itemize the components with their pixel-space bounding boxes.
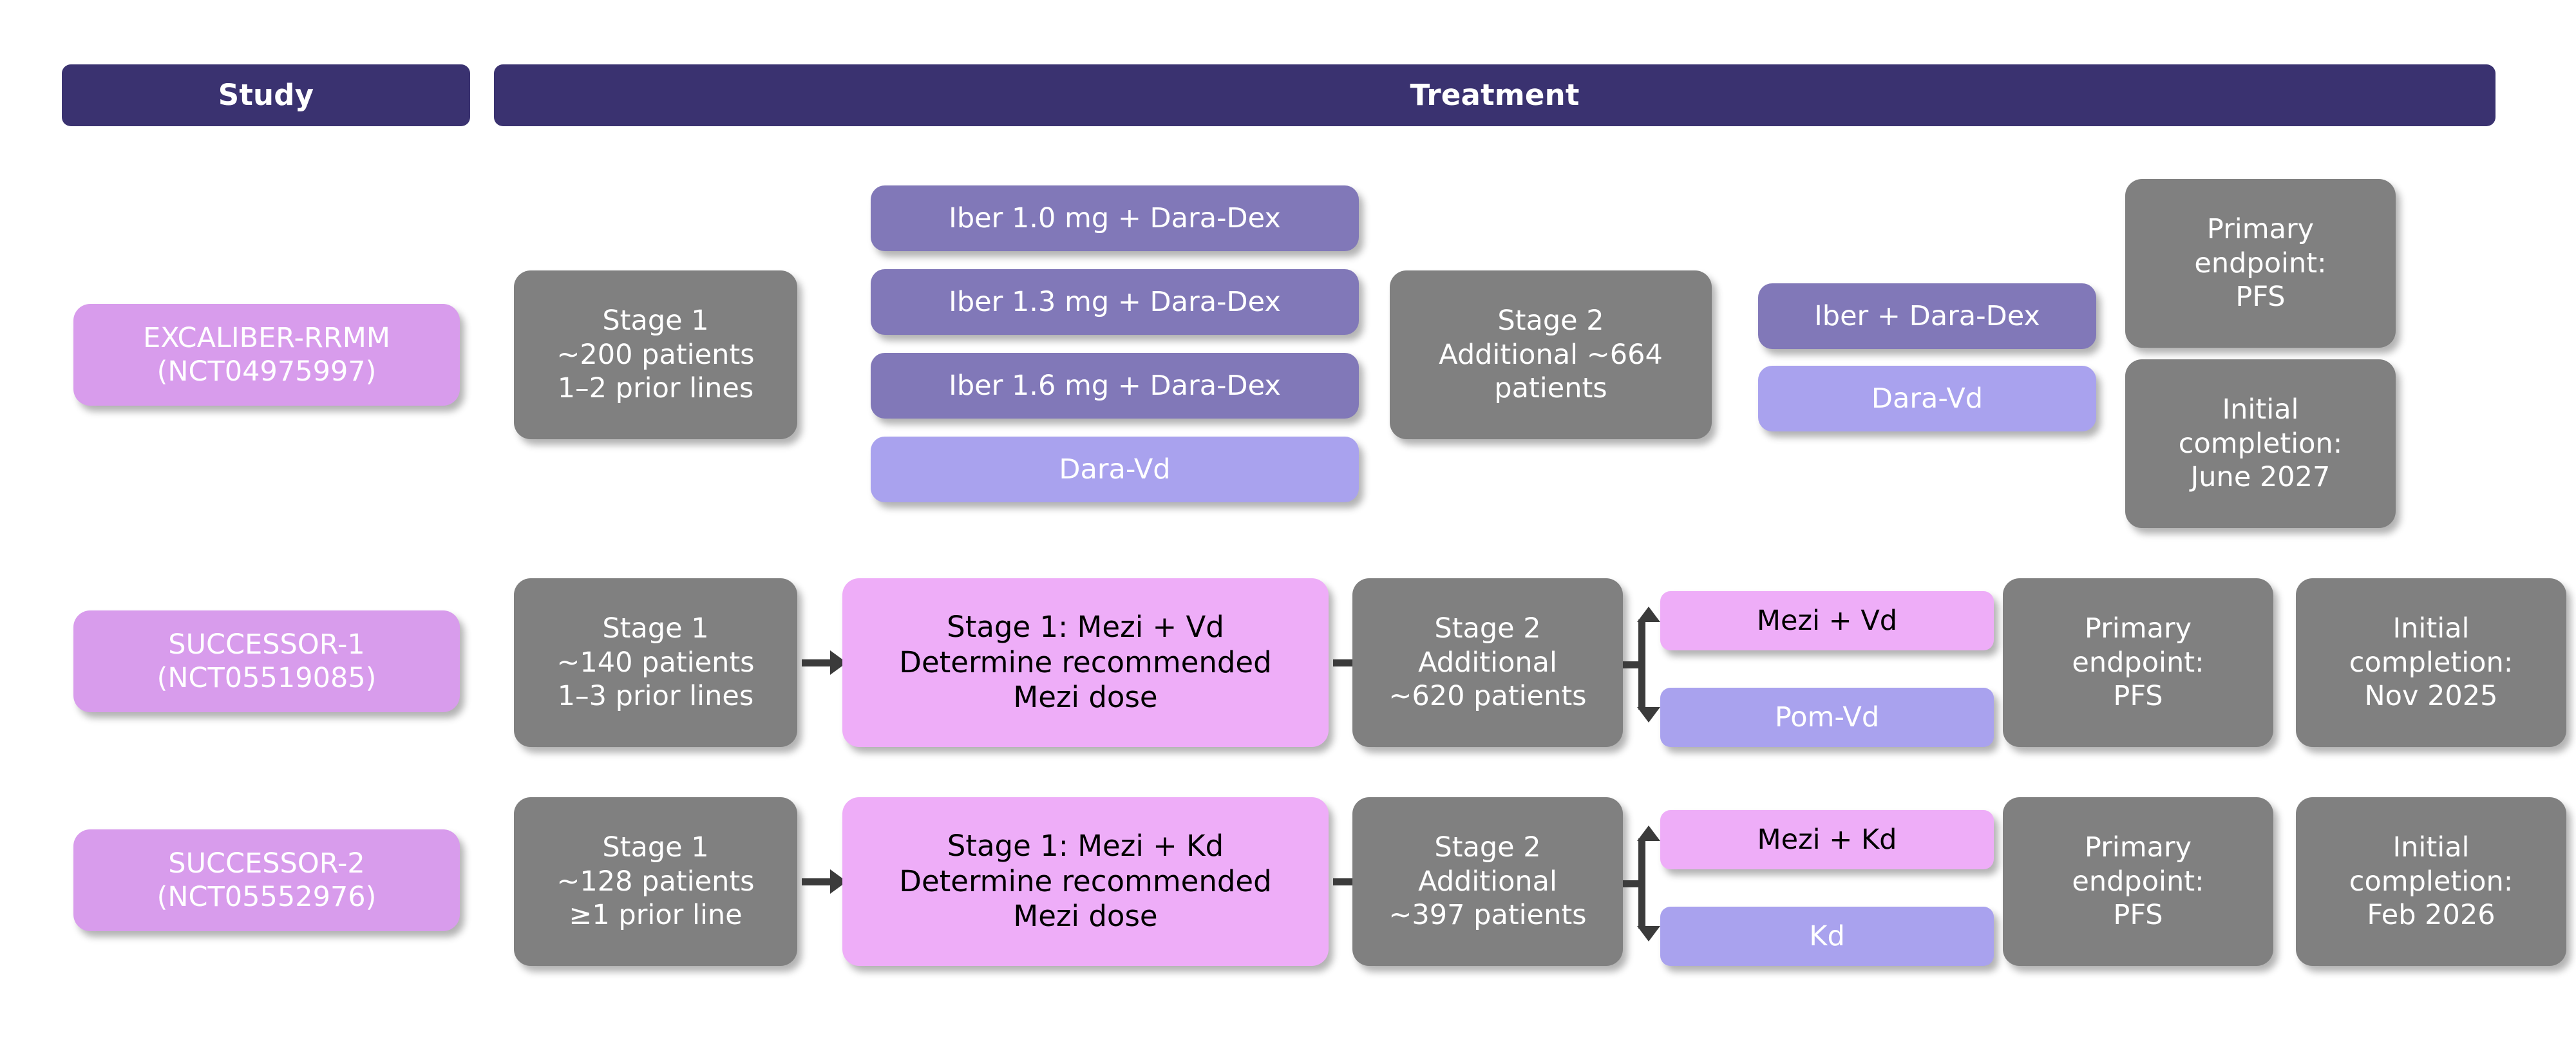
study-pill-successor-1[interactable]: SUCCESSOR-1 (NCT05519085) bbox=[73, 610, 460, 712]
row1-primary-endpoint-text: Primary endpoint: PFS bbox=[2194, 213, 2327, 314]
row2-stage2-text: Stage 2 Additional ~620 patients bbox=[1388, 612, 1587, 713]
row3-dose-finding-text: Stage 1: Mezi + Kd Determine recommended… bbox=[899, 828, 1272, 934]
row2-primary-endpoint-text: Primary endpoint: PFS bbox=[2072, 612, 2204, 713]
row1-arm-iber-1-3: Iber 1.3 mg + Dara-Dex bbox=[871, 269, 1359, 335]
row1-stage1-text: Stage 1 ~200 patients 1–2 prior lines bbox=[556, 305, 755, 405]
study-pill-excaliber-label: EXCALIBER-RRMM (NCT04975997) bbox=[143, 321, 390, 388]
row3-stage2-text: Stage 2 Additional ~397 patients bbox=[1388, 831, 1587, 932]
study-pill-excaliber[interactable]: EXCALIBER-RRMM (NCT04975997) bbox=[73, 304, 460, 406]
row1-stage1-box: Stage 1 ~200 patients 1–2 prior lines bbox=[514, 270, 797, 439]
row1-arm-iber-1-6: Iber 1.6 mg + Dara-Dex bbox=[871, 353, 1359, 419]
row3-stage2-box: Stage 2 Additional ~397 patients bbox=[1352, 797, 1623, 966]
row1-primary-endpoint-box: Primary endpoint: PFS bbox=[2125, 179, 2396, 348]
row1-arm-iber-1-6-label: Iber 1.6 mg + Dara-Dex bbox=[949, 369, 1281, 402]
row3-dose-finding-box: Stage 1: Mezi + Kd Determine recommended… bbox=[842, 797, 1329, 966]
row3-primary-endpoint-text: Primary endpoint: PFS bbox=[2072, 831, 2204, 932]
row1-arm-dara-vd: Dara-Vd bbox=[871, 437, 1359, 502]
study-pill-successor-2[interactable]: SUCCESSOR-2 (NCT05552976) bbox=[73, 829, 460, 931]
row3-arm-kd: Kd bbox=[1660, 907, 1994, 966]
row2-initial-completion-text: Initial completion: Nov 2025 bbox=[2349, 612, 2514, 713]
row3-arm-kd-label: Kd bbox=[1809, 920, 1845, 952]
row2-arm-mezi-vd-label: Mezi + Vd bbox=[1756, 604, 1898, 637]
row2-arm-pom-vd-label: Pom-Vd bbox=[1774, 701, 1880, 733]
row1-stage2-arm-dara-vd: Dara-Vd bbox=[1758, 366, 2096, 431]
row2-fork-connector bbox=[1623, 607, 1662, 723]
row3-stage1-box: Stage 1 ~128 patients ≥1 prior line bbox=[514, 797, 797, 966]
row3-arm-mezi-kd-label: Mezi + Kd bbox=[1757, 823, 1897, 856]
row2-primary-endpoint-box: Primary endpoint: PFS bbox=[2003, 578, 2273, 747]
row2-stage2-box: Stage 2 Additional ~620 patients bbox=[1352, 578, 1623, 747]
header-study: Study bbox=[62, 64, 470, 126]
row1-stage2-box: Stage 2 Additional ~664 patients bbox=[1390, 270, 1712, 439]
study-pill-successor-2-label: SUCCESSOR-2 (NCT05552976) bbox=[156, 847, 377, 913]
row3-fork-connector bbox=[1623, 826, 1662, 941]
header-study-label: Study bbox=[218, 77, 314, 112]
header-treatment-label: Treatment bbox=[1410, 77, 1580, 112]
row1-stage2-text: Stage 2 Additional ~664 patients bbox=[1439, 305, 1663, 405]
row1-arm-iber-1-3-label: Iber 1.3 mg + Dara-Dex bbox=[949, 285, 1281, 318]
row2-arm-pom-vd: Pom-Vd bbox=[1660, 688, 1994, 747]
row1-initial-completion-text: Initial completion: June 2027 bbox=[2178, 393, 2343, 494]
row2-stage1-text: Stage 1 ~140 patients 1–3 prior lines bbox=[556, 612, 755, 713]
row2-initial-completion-box: Initial completion: Nov 2025 bbox=[2296, 578, 2566, 747]
row1-stage2-arm-iber: Iber + Dara-Dex bbox=[1758, 283, 2096, 349]
row2-stage1-box: Stage 1 ~140 patients 1–3 prior lines bbox=[514, 578, 797, 747]
row3-primary-endpoint-box: Primary endpoint: PFS bbox=[2003, 797, 2273, 966]
row3-initial-completion-text: Initial completion: Feb 2026 bbox=[2349, 831, 2514, 932]
row3-stage1-text: Stage 1 ~128 patients ≥1 prior line bbox=[556, 831, 755, 932]
header-treatment: Treatment bbox=[494, 64, 2496, 126]
row1-arm-iber-1-0-label: Iber 1.0 mg + Dara-Dex bbox=[949, 202, 1281, 234]
row2-dose-finding-box: Stage 1: Mezi + Vd Determine recommended… bbox=[842, 578, 1329, 747]
row2-arm-mezi-vd: Mezi + Vd bbox=[1660, 591, 1994, 650]
row1-initial-completion-box: Initial completion: June 2027 bbox=[2125, 359, 2396, 528]
row3-arm-mezi-kd: Mezi + Kd bbox=[1660, 810, 1994, 869]
row1-stage2-arm-iber-label: Iber + Dara-Dex bbox=[1814, 299, 2040, 332]
row1-arm-dara-vd-label: Dara-Vd bbox=[1059, 453, 1171, 486]
row3-initial-completion-box: Initial completion: Feb 2026 bbox=[2296, 797, 2566, 966]
study-pill-successor-1-label: SUCCESSOR-1 (NCT05519085) bbox=[156, 628, 377, 694]
row1-arm-iber-1-0: Iber 1.0 mg + Dara-Dex bbox=[871, 185, 1359, 251]
row2-dose-finding-text: Stage 1: Mezi + Vd Determine recommended… bbox=[899, 609, 1272, 715]
row1-stage2-arm-dara-vd-label: Dara-Vd bbox=[1871, 382, 1984, 415]
